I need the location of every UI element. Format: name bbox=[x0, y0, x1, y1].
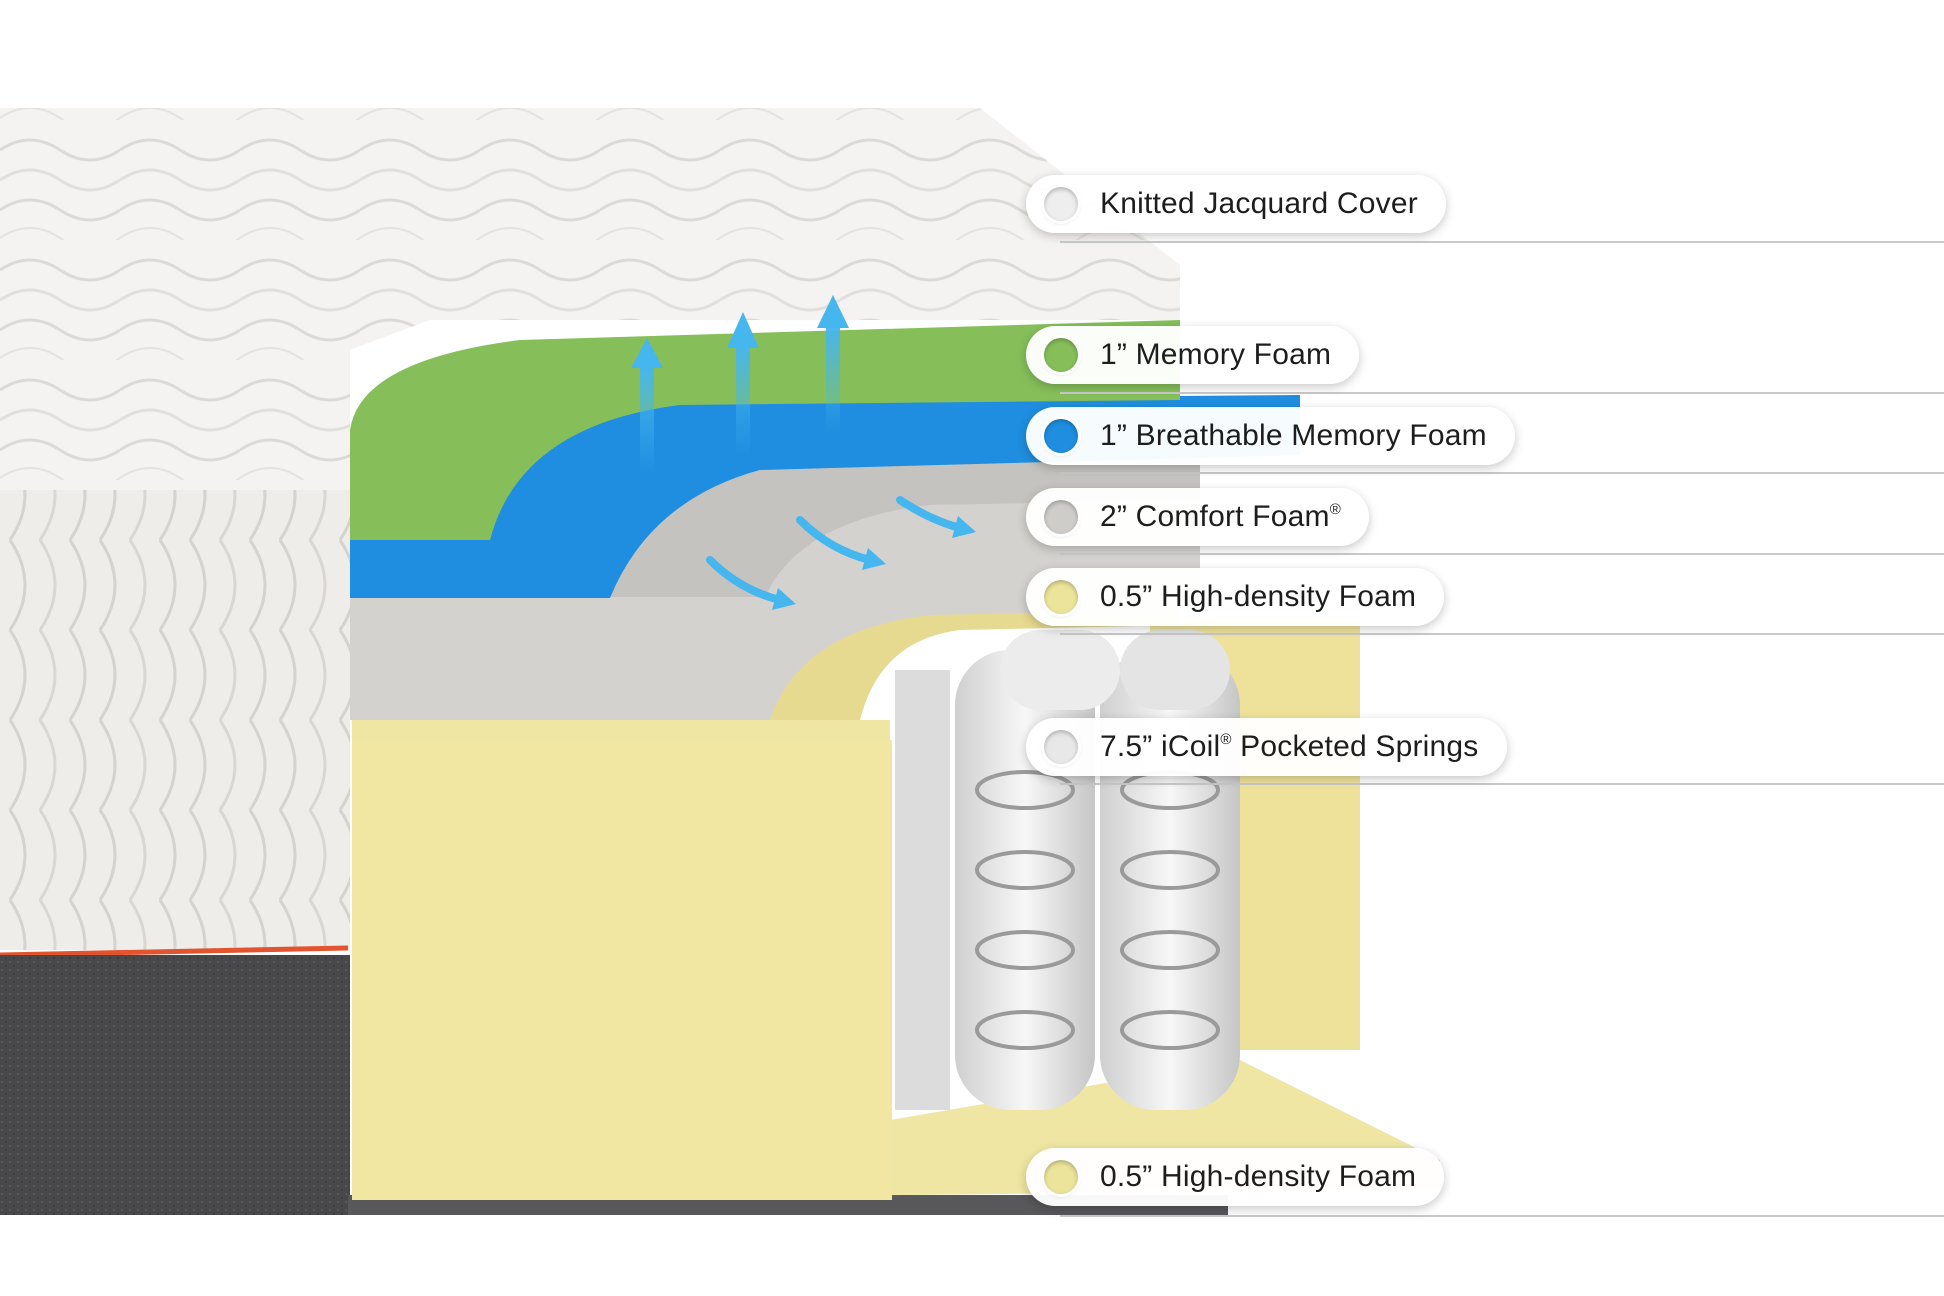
breathable-foam-swatch-icon bbox=[1044, 419, 1078, 453]
registered-mark-comfort: ® bbox=[1329, 501, 1341, 518]
label-knitted-cover: Knitted Jacquard Cover bbox=[1100, 187, 1418, 220]
foam-memory bbox=[350, 320, 1180, 540]
leader-line-springs bbox=[1060, 783, 1944, 785]
registered-mark-icoil: ® bbox=[1220, 731, 1232, 748]
high-density-bottom-swatch-icon bbox=[1044, 1160, 1078, 1194]
callout-memory-foam: 1” Memory Foam bbox=[1026, 326, 1360, 384]
cover-trim bbox=[0, 945, 349, 958]
pocketed-springs bbox=[895, 630, 1240, 1110]
cover-top bbox=[0, 108, 1180, 265]
leader-line-high-density-bottom bbox=[1060, 1215, 1944, 1217]
airflow-arrows-diagonal bbox=[706, 496, 964, 604]
label-springs-suffix: Pocketed Springs bbox=[1231, 730, 1479, 763]
label-springs-text: 7.5” iCoil bbox=[1100, 730, 1221, 763]
leader-line-comfort-foam bbox=[1060, 553, 1944, 555]
callout-high-density-top: 0.5” High-density Foam bbox=[1026, 568, 1445, 626]
cover-top-left-band bbox=[0, 250, 350, 490]
callout-knitted-cover: Knitted Jacquard Cover bbox=[1026, 175, 1446, 233]
label-breathable-foam: 1” Breathable Memory Foam bbox=[1100, 419, 1487, 452]
leader-line-cover bbox=[1060, 241, 1944, 243]
label-pocketed-springs: 7.5” iCoil® Pocketed Springs bbox=[1100, 730, 1479, 764]
leader-line-breathable-foam bbox=[1060, 472, 1944, 474]
base-fabric bbox=[0, 955, 350, 1215]
airflow-arrows-up bbox=[631, 295, 849, 475]
callout-comfort-foam: 2” Comfort Foam® bbox=[1026, 488, 1369, 546]
foam-comfort-top bbox=[350, 440, 1200, 597]
callout-pocketed-springs: 7.5” iCoil® Pocketed Springs bbox=[1026, 718, 1507, 776]
callout-breathable-foam: 1” Breathable Memory Foam bbox=[1026, 407, 1515, 465]
memory-foam-swatch-icon bbox=[1044, 338, 1078, 372]
label-comfort-foam: 2” Comfort Foam® bbox=[1100, 500, 1341, 534]
leader-line-high-density-top bbox=[1060, 633, 1944, 635]
high-density-top-swatch-icon bbox=[1044, 580, 1078, 614]
foam-high-density-front bbox=[352, 740, 892, 1200]
comfort-foam-swatch-icon bbox=[1044, 500, 1078, 534]
label-high-density-bottom: 0.5” High-density Foam bbox=[1100, 1160, 1417, 1193]
cover-side bbox=[0, 480, 350, 950]
label-memory-foam: 1” Memory Foam bbox=[1100, 338, 1332, 371]
leader-line-memory-foam bbox=[1060, 392, 1944, 394]
label-comfort-foam-text: 2” Comfort Foam bbox=[1100, 500, 1330, 533]
springs-swatch-icon bbox=[1044, 730, 1078, 764]
label-high-density-top: 0.5” High-density Foam bbox=[1100, 580, 1417, 613]
cover-swatch-icon bbox=[1044, 187, 1078, 221]
callout-high-density-bottom: 0.5” High-density Foam bbox=[1026, 1148, 1445, 1206]
